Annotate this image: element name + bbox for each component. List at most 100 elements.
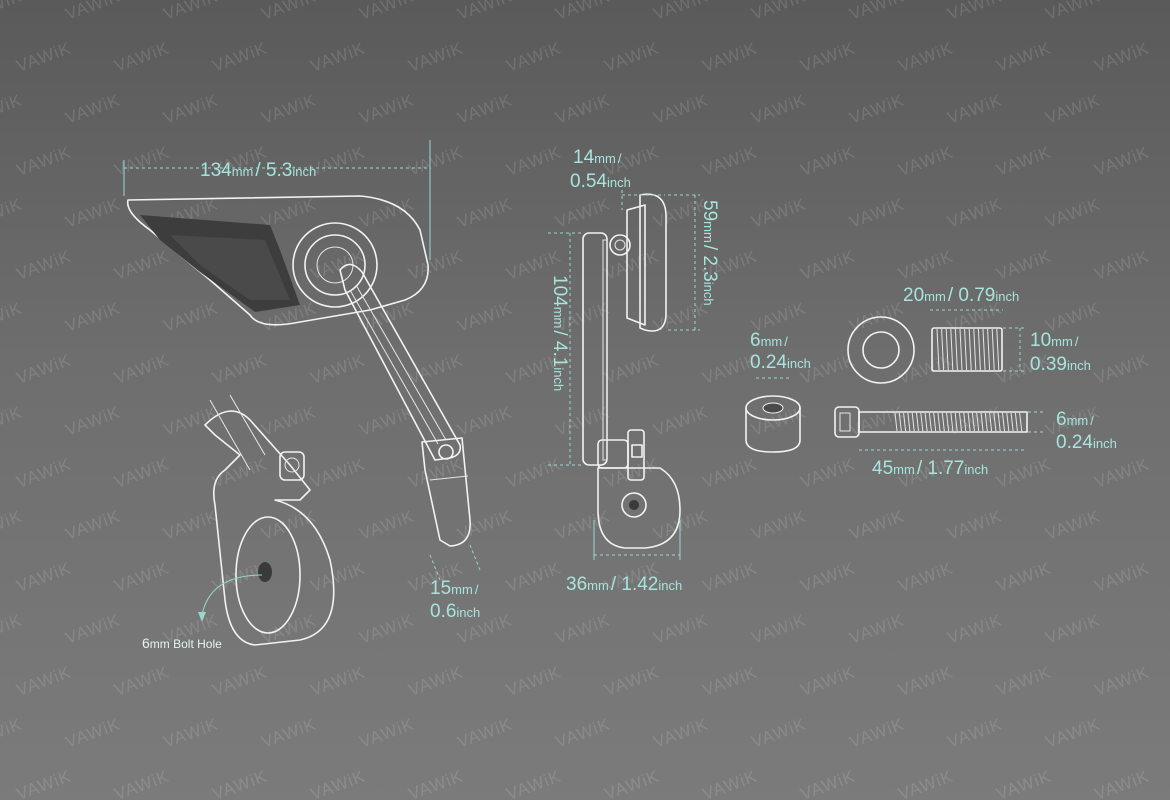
watermark-text: VAWiK (210, 454, 270, 491)
watermark-text: VAWiK (161, 0, 221, 24)
watermark-text: VAWiK (14, 662, 74, 699)
spacer-label: 6mm/ 0.24inch (750, 330, 811, 373)
watermark-text: VAWiK (455, 298, 515, 335)
watermark-text: VAWiK (847, 402, 907, 439)
watermark-text: VAWiK (406, 142, 466, 179)
watermark-text: VAWiK (63, 506, 123, 543)
watermark-text: VAWiK (1092, 454, 1152, 491)
watermark-text: VAWiK (455, 0, 515, 24)
watermark-text: VAWiK (700, 766, 760, 800)
watermark-text: VAWiK (798, 38, 858, 75)
watermark-text: VAWiK (651, 90, 711, 127)
watermark-text: VAWiK (504, 38, 564, 75)
watermark-text: VAWiK (847, 714, 907, 751)
svg-text:0.39inch: 0.39inch (1030, 354, 1091, 375)
watermark-text: VAWiK (406, 246, 466, 283)
watermark-text: VAWiK (112, 350, 172, 387)
watermark-text: VAWiK (455, 194, 515, 231)
watermark-text: VAWiK (259, 610, 319, 647)
watermark-text: VAWiK (161, 298, 221, 335)
watermark-text: VAWiK (896, 38, 956, 75)
watermark-text: VAWiK (847, 506, 907, 543)
watermark-text: VAWiK (504, 766, 564, 800)
watermark-text: VAWiK (210, 766, 270, 800)
watermark-text: VAWiK (357, 0, 417, 24)
watermark-text: VAWiK (602, 38, 662, 75)
watermark-text: VAWiK (994, 246, 1054, 283)
svg-text:0.24inch: 0.24inch (1056, 432, 1117, 453)
watermark-text: VAWiK (602, 246, 662, 283)
watermark-text: VAWiK (210, 38, 270, 75)
watermark-text: VAWiK (161, 90, 221, 127)
watermark-text: VAWiK (553, 506, 613, 543)
watermark-text: VAWiK (651, 0, 711, 24)
watermark-text: VAWiK (896, 142, 956, 179)
bolt-hole-note: 6mm Bolt Hole (142, 635, 222, 651)
watermark-text: VAWiK (896, 350, 956, 387)
watermark-text: VAWiK (945, 714, 1005, 751)
watermark-text: VAWiK (0, 402, 25, 439)
watermark-text: VAWiK (112, 246, 172, 283)
watermark-text: VAWiK (896, 662, 956, 699)
washer-label: 20mm/ 0.79inch (903, 285, 1019, 306)
watermark-text: VAWiK (406, 38, 466, 75)
svg-text:10mm/: 10mm/ (1030, 330, 1079, 351)
watermark-text: VAWiK (0, 194, 25, 231)
watermark-text: VAWiK (945, 194, 1005, 231)
watermark-text: VAWiK (1043, 714, 1103, 751)
watermark-text: VAWiK (749, 0, 809, 24)
watermark-text: VAWiK (63, 194, 123, 231)
watermark-text: VAWiK (896, 246, 956, 283)
watermark-text: VAWiK (749, 610, 809, 647)
watermark-text: VAWiK (847, 0, 907, 24)
watermark-text: VAWiK (504, 558, 564, 595)
watermark-text: VAWiK (553, 90, 613, 127)
watermark-text: VAWiK (1092, 350, 1152, 387)
watermark-text: VAWiK (210, 662, 270, 699)
watermark-text: VAWiK (63, 610, 123, 647)
watermark-text: VAWiK (112, 38, 172, 75)
watermark-text: VAWiK (896, 558, 956, 595)
watermark-text: VAWiK (455, 506, 515, 543)
watermark-text: VAWiK (945, 506, 1005, 543)
watermark-text: VAWiK (112, 662, 172, 699)
watermark-text: VAWiK (700, 38, 760, 75)
watermark-text: VAWiK (847, 610, 907, 647)
watermark-text: VAWiK (553, 194, 613, 231)
watermark-text: VAWiK (259, 506, 319, 543)
svg-text:6mm/: 6mm/ (1056, 409, 1094, 430)
watermark-text: VAWiK (504, 662, 564, 699)
watermark-text: VAWiK (112, 766, 172, 800)
front-view-mirror (548, 190, 700, 560)
watermark-text: VAWiK (63, 0, 123, 24)
watermark-text: VAWiK (259, 0, 319, 24)
threaded-insert (930, 309, 1025, 372)
watermark-text: VAWiK (504, 142, 564, 179)
watermark-text: VAWiK (504, 454, 564, 491)
watermark-text: VAWiK (14, 766, 74, 800)
watermark-text: VAWiK (357, 610, 417, 647)
watermark-text: VAWiK (945, 402, 1005, 439)
watermark-text: VAWiK (406, 662, 466, 699)
watermark-text: VAWiK (553, 0, 613, 24)
watermark-text: VAWiK (994, 454, 1054, 491)
watermark-text: VAWiK (14, 246, 74, 283)
watermark-text: VAWiK (602, 766, 662, 800)
watermark-text: VAWiK (1092, 662, 1152, 699)
watermark-text: VAWiK (602, 350, 662, 387)
watermark-text: VAWiK (1043, 194, 1103, 231)
watermark-text: VAWiK (1092, 766, 1152, 800)
watermark-text: VAWiK (161, 714, 221, 751)
watermark-text: VAWiK (602, 454, 662, 491)
watermark-text: VAWiK (308, 38, 368, 75)
svg-text:0.6inch: 0.6inch (430, 601, 480, 622)
watermark-text: VAWiK (651, 402, 711, 439)
watermark-text: VAWiK (798, 766, 858, 800)
watermark-text: VAWiK (553, 610, 613, 647)
bolt (834, 406, 1045, 451)
watermark-text: VAWiK (112, 142, 172, 179)
watermark-text: VAWiK (749, 194, 809, 231)
watermark-text: VAWiK (14, 38, 74, 75)
bolt-length-label: 45mm/ 1.77inch (872, 458, 988, 479)
